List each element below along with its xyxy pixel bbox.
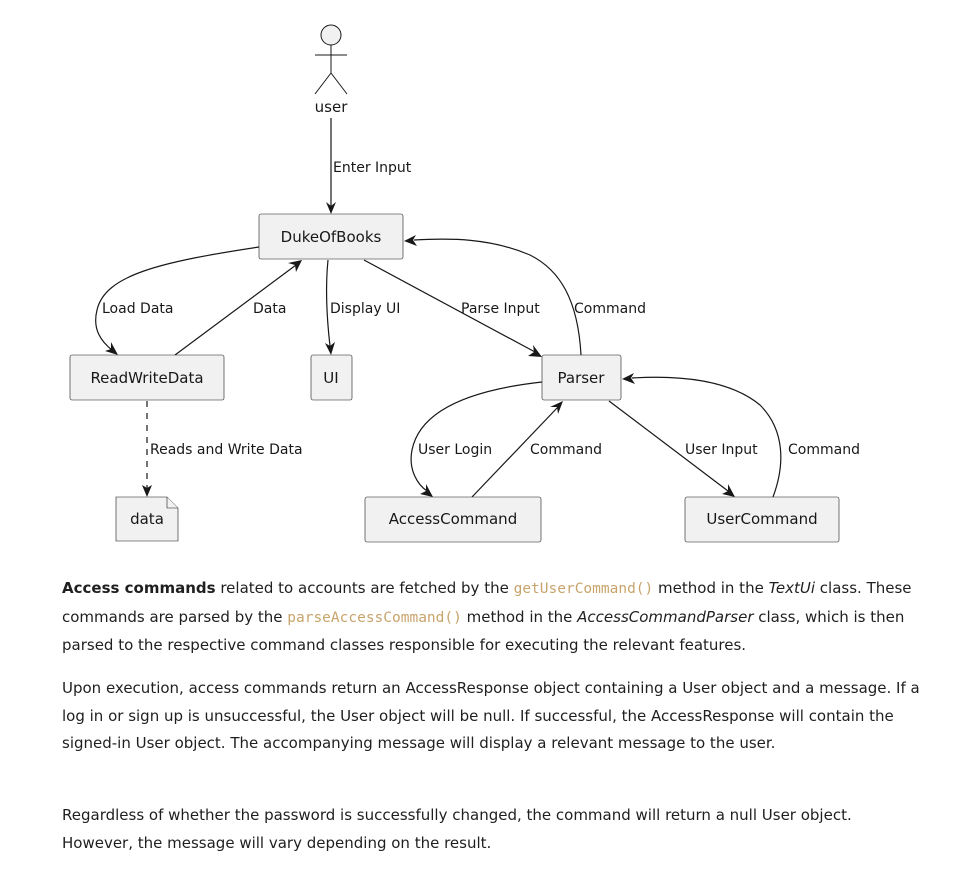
label-load-data: Load Data: [102, 301, 173, 317]
code-parseaccesscommand: parseAccessCommand(): [287, 609, 462, 626]
label-user-login: User Login: [418, 442, 492, 458]
label-command-duke: Command: [574, 301, 646, 317]
diagram-edges: [95, 118, 782, 498]
bold-access-commands: Access commands: [62, 579, 216, 597]
edge-labels: Enter Input Load Data Data Display UI Pa…: [102, 160, 860, 458]
node-readwritedata: ReadWriteData: [69, 354, 225, 401]
file-fold: [166, 497, 178, 509]
label-data: Data: [253, 301, 286, 317]
user-actor: [314, 24, 348, 95]
architecture-diagram: user: [69, 24, 860, 543]
edge-command-duke: [413, 238, 582, 356]
edge-load-data: [95, 246, 260, 351]
node-readwritedata-label: ReadWriteData: [90, 369, 203, 387]
edge-data: [174, 264, 297, 356]
code-getusercommand: getUserCommand(): [513, 581, 654, 597]
arrowhead-parse-input: [528, 345, 542, 357]
actor-head: [320, 24, 342, 46]
node-usercommand-label: UserCommand: [706, 510, 817, 528]
arrowhead-display-ui: [325, 342, 335, 355]
label-command-access: Command: [530, 442, 602, 458]
paragraph-upon-execution: Upon execution, access commands return a…: [62, 679, 920, 752]
node-dukeofbooks: DukeOfBooks: [258, 213, 404, 260]
italic-accesscommandparser: AccessCommandParser: [577, 607, 754, 626]
edge-command-user: [631, 376, 782, 498]
node-parser: Parser: [541, 354, 622, 401]
p1-text-4: method in the: [461, 607, 578, 626]
node-ui-label: UI: [323, 369, 338, 387]
arrowhead-command-access: [550, 401, 563, 414]
label-reads-write: Reads and Write Data: [150, 442, 303, 458]
node-accesscommand: AccessCommand: [364, 496, 542, 543]
arrowhead-enter-input: [326, 202, 336, 214]
arrowhead-reads-write: [142, 485, 152, 497]
edge-display-ui: [325, 259, 331, 347]
arrowhead-load-data: [105, 342, 118, 355]
actor-label: user: [315, 98, 349, 116]
label-enter-input: Enter Input: [333, 160, 412, 176]
edge-command-access: [471, 406, 559, 498]
arrowhead-command-user: [622, 373, 635, 384]
label-user-input: User Input: [685, 442, 758, 458]
actor-right-leg: [330, 72, 348, 95]
italic-textui: TextUi: [768, 579, 816, 597]
p1-text-5: class, which is then parsed to the respe…: [62, 607, 905, 655]
edge-parse-input: [363, 259, 536, 353]
node-usercommand: UserCommand: [684, 496, 840, 543]
p1-text-3: class. These commands are parsed by the: [62, 579, 912, 626]
label-display-ui: Display UI: [330, 301, 400, 317]
file-shape: [115, 496, 179, 542]
node-parser-label: Parser: [558, 369, 606, 387]
node-data-label: data: [130, 510, 164, 528]
edge-user-login: [410, 381, 543, 492]
arrowhead-data: [288, 260, 302, 272]
node-ui: UI: [310, 354, 353, 401]
paragraph-password-change: Regardless of whether the password is su…: [62, 806, 852, 852]
p1-text-1: related to accounts are fetched by the: [215, 579, 514, 597]
actor-left-leg: [314, 72, 332, 95]
node-dukeofbooks-label: DukeOfBooks: [281, 228, 382, 246]
arrowhead-user-login: [420, 484, 433, 497]
node-accesscommand-label: AccessCommand: [389, 510, 517, 528]
paragraph-access-commands: Access commands related to accounts are …: [62, 575, 922, 660]
arrowhead-user-input: [722, 484, 735, 497]
node-data-file: data: [115, 496, 179, 542]
p1-text-2: method in the: [653, 579, 769, 597]
label-command-user: Command: [788, 442, 860, 458]
edge-user-input: [608, 400, 729, 492]
label-parse-input: Parse Input: [461, 301, 540, 317]
arrowhead-command-duke: [404, 235, 417, 246]
